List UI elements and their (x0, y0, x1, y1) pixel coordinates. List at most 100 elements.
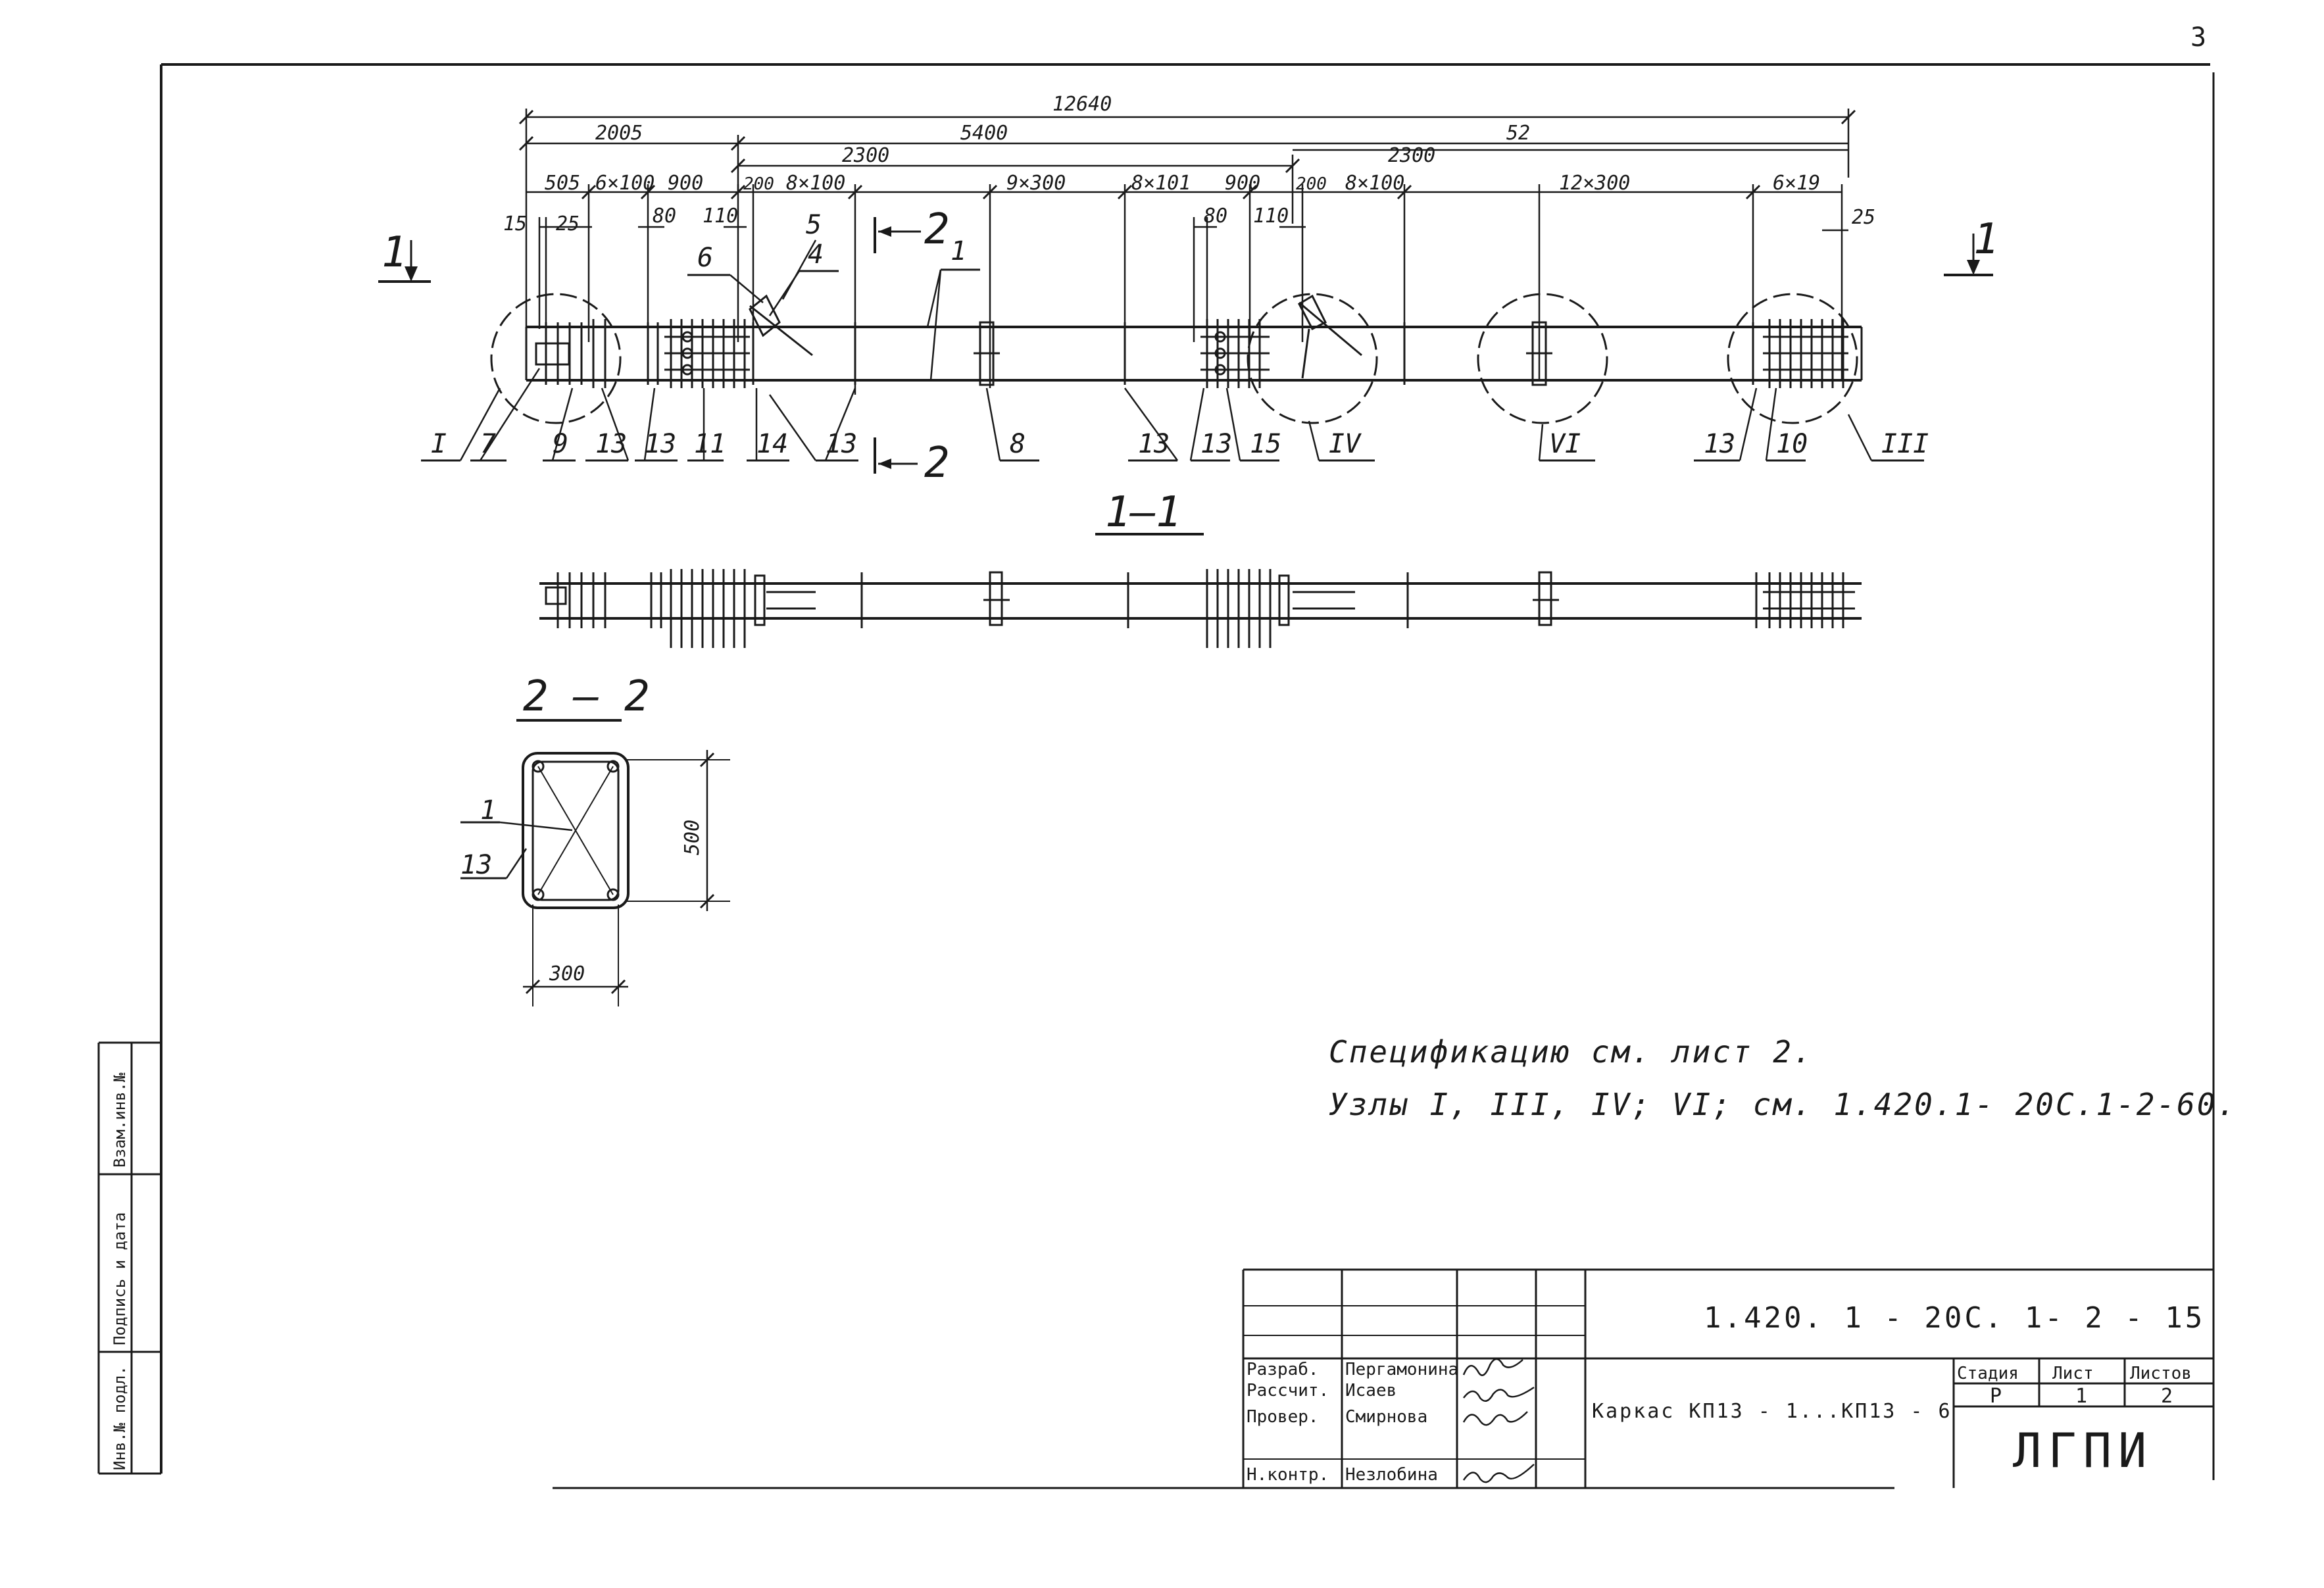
svg-text:1: 1 (951, 236, 966, 266)
sheet-header: Лист (2052, 1364, 2094, 1383)
svg-text:VI: VI (1549, 429, 1581, 459)
cage-elevation (525, 294, 1863, 388)
label-14: 14 (747, 388, 789, 462)
label-13-b: 13 (635, 387, 678, 462)
node-circles (490, 293, 1858, 424)
page-number: 3 (2190, 22, 2206, 53)
svg-text:7: 7 (480, 429, 496, 459)
name-calculated: Исаев (1345, 1381, 1397, 1401)
svg-text:4: 4 (808, 239, 824, 270)
svg-text:2: 2 (924, 205, 950, 254)
name-checked: Смирнова (1345, 1407, 1427, 1427)
label-13-a: 13 (585, 387, 630, 462)
svg-text:13: 13 (1138, 429, 1170, 459)
drawing-title: Каркас КП13 - 1...КП13 - 6 (1592, 1400, 1952, 1423)
label-15: 15 (1225, 387, 1281, 462)
dim-15: 15 (503, 212, 527, 236)
svg-text:13: 13 (1200, 429, 1232, 459)
dim-right-top: 52 (1506, 122, 1530, 145)
dim-80-b: 80 (1204, 205, 1227, 228)
role-developer: Разраб. (1247, 1360, 1319, 1379)
label-node-I: I (421, 387, 501, 462)
label-13-c: 13 (768, 387, 858, 462)
svg-text:6: 6 (697, 243, 713, 273)
svg-text:1: 1 (382, 228, 407, 277)
svg-text:1: 1 (1973, 215, 1999, 264)
dimension-ticks (518, 109, 1856, 200)
dim-9x300: 9×300 (1006, 172, 1066, 195)
sheets-value: 2 (2161, 1385, 2173, 1408)
dim-200-a: 200 (743, 174, 774, 194)
section-1-1-view (539, 569, 1862, 648)
sheets-header: Листов (2130, 1364, 2192, 1383)
name-developer: Пергамонина (1345, 1360, 1458, 1379)
dim-6x19: 6×19 (1773, 172, 1820, 195)
svg-text:15: 15 (1250, 429, 1281, 459)
dim-overall: 12640 (1052, 93, 1112, 116)
section-2-2-label-13: 13 (460, 850, 492, 880)
svg-text:14: 14 (756, 429, 788, 459)
title-block (1242, 1268, 2213, 1488)
label-node-III: III (1847, 414, 1929, 462)
callout-5: 5 (781, 210, 822, 300)
svg-text:10: 10 (1776, 429, 1808, 459)
section-2-2-title: 2 — 2 (523, 672, 650, 721)
section-2-2-width: 300 (549, 962, 585, 985)
dim-6x100: 6×100 (595, 172, 655, 195)
section-mark-2-bottom: 2 (874, 437, 950, 487)
dim-110-a: 110 (703, 205, 738, 228)
label-7: 7 (470, 368, 541, 462)
dim-505: 505 (545, 172, 580, 195)
svg-text:13: 13 (1704, 429, 1735, 459)
callout-6: 6 (687, 243, 764, 303)
svg-text:13: 13 (826, 429, 857, 459)
section-2-2-view (460, 750, 730, 1006)
name-norm-control: Незлобина (1345, 1465, 1438, 1485)
bottom-labels: I 7 9 13 13 11 14 13 8 13 13 15 IV VI 13… (421, 368, 1929, 462)
drawing-code: 1.420. 1 - 20С. 1- 2 - 15 (1704, 1301, 2205, 1335)
note-line-1: Спецификацию см. лист 2. (1329, 1034, 1814, 1070)
side-stamp-signature: Подпись и дата (111, 1212, 129, 1345)
section-2-2-height: 500 (681, 820, 704, 855)
dim-2005: 2005 (595, 122, 643, 145)
svg-text:III: III (1881, 429, 1929, 459)
svg-text:2: 2 (924, 439, 950, 487)
label-8: 8 (985, 387, 1039, 462)
role-norm-control: Н.контр. (1247, 1465, 1329, 1485)
stage-header: Стадия (1957, 1364, 2019, 1383)
svg-text:5: 5 (806, 210, 822, 240)
callout-1: 1 (926, 236, 980, 381)
org-name: ЛГПИ (2013, 1423, 2153, 1478)
side-stamp-replace: Взам.инв.№ (111, 1072, 129, 1168)
svg-text:I: I (431, 429, 447, 459)
stage-value: Р (1990, 1385, 2002, 1408)
label-node-VI: VI (1538, 424, 1595, 462)
dim-5400: 5400 (960, 122, 1008, 145)
side-stamp-inv-orig: Инв.№ подл. (111, 1366, 129, 1470)
svg-text:11: 11 (694, 429, 726, 459)
dim-2300-b: 2300 (1388, 144, 1435, 167)
dim-80-a: 80 (653, 205, 676, 228)
dim-900-a: 900 (668, 172, 703, 195)
dim-900-b: 900 (1225, 172, 1260, 195)
dim-25-right: 25 (1852, 206, 1875, 229)
label-13-f: 13 (1694, 387, 1758, 462)
svg-text:13: 13 (645, 429, 676, 459)
side-stamp-frame (97, 1041, 161, 1475)
dim-12x300: 12×300 (1559, 172, 1630, 195)
sheet-value: 1 (2075, 1385, 2087, 1408)
role-calculated: Рассчит. (1247, 1381, 1329, 1401)
note-line-2: Узлы I, III, IV; VI; см. 1.420.1- 20С.1-… (1329, 1087, 2237, 1122)
section-1-1-title: 1—1 (1105, 488, 1181, 537)
sheet-frame (160, 63, 2215, 1489)
dim-8x100-b: 8×100 (1345, 172, 1404, 195)
label-10: 10 (1765, 387, 1808, 462)
label-11: 11 (687, 388, 726, 462)
dim-110-b: 110 (1253, 205, 1289, 228)
dim-2300-a: 2300 (842, 144, 889, 167)
role-checked: Провер. (1247, 1407, 1319, 1427)
dim-200-b: 200 (1296, 174, 1327, 194)
section-2-2-label-1: 1 (480, 795, 496, 826)
section-mark-2-top: 2 (874, 205, 950, 254)
